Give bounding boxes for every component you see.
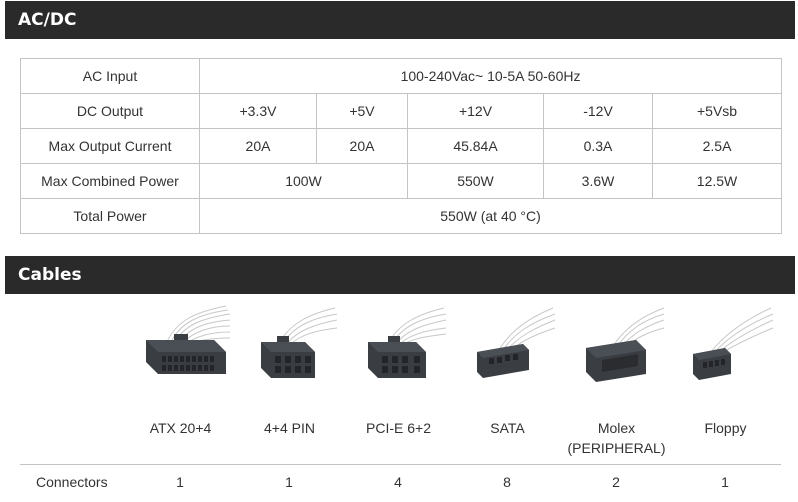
table-cell: 12.5W xyxy=(651,163,783,199)
connector-count-eps: 1 xyxy=(285,474,293,490)
cable-label-molex: Molex (PERIPHERAL) xyxy=(552,418,681,458)
eps-4-4-connector-icon xyxy=(261,307,338,378)
table-cell: 0.3A xyxy=(543,128,653,164)
table-cell: +5Vsb xyxy=(651,93,783,129)
cable-sata: SATA xyxy=(453,300,562,436)
connector-count-pcie: 4 xyxy=(394,474,402,490)
table-row: Total Power 550W (at 40 °C) xyxy=(20,198,783,234)
row-label-max-combined-power: Max Combined Power xyxy=(20,163,200,199)
cable-atx-20-4: ATX 20+4 xyxy=(126,300,235,436)
connector-count-sata: 8 xyxy=(503,474,511,490)
section-header-acdc: AC/DC xyxy=(5,1,795,39)
atx-20-4-connector-icon xyxy=(146,305,231,374)
table-cell: -12V xyxy=(543,93,653,129)
cable-molex: Molex (PERIPHERAL) xyxy=(562,300,671,456)
table-cell: 3.6W xyxy=(543,163,653,199)
connector-count-molex: 2 xyxy=(612,474,620,490)
table-row: DC Output +3.3V +5V +12V -12V +5Vsb xyxy=(20,93,783,129)
cable-label-molex-line1: Molex xyxy=(597,420,636,436)
cable-eps-4-4: 4+4 PIN xyxy=(235,300,344,436)
row-label-max-output-current: Max Output Current xyxy=(20,128,200,164)
table-cell: +12V xyxy=(407,93,544,129)
connectors-row-divider xyxy=(20,464,781,465)
total-power-value: 550W (at 40 °C) xyxy=(198,198,783,234)
section-header-cables: Cables xyxy=(5,256,795,294)
table-row: AC Input 100-240Vac~ 10-5A 50-60Hz xyxy=(20,58,783,94)
molex-connector-icon xyxy=(586,307,665,382)
cable-floppy: Floppy xyxy=(671,300,780,436)
connectors-label: Connectors xyxy=(36,474,108,490)
table-row: Max Combined Power 100W 550W 3.6W 12.5W xyxy=(20,163,783,199)
cables-gallery: ATX 20+4 4+4 PIN xyxy=(0,300,798,502)
table-row: Max Output Current 20A 20A 45.84A 0.3A 2… xyxy=(20,128,783,164)
table-cell: +3.3V xyxy=(199,93,317,129)
cable-label-molex-line2: (PERIPHERAL) xyxy=(567,440,666,456)
table-cell: 20A xyxy=(199,128,317,164)
cable-pcie-6-2: PCI-E 6+2 xyxy=(344,300,453,436)
table-cell: 20A xyxy=(316,128,408,164)
table-cell: 2.5A xyxy=(651,128,783,164)
row-label-total-power: Total Power xyxy=(20,198,200,234)
cable-label-eps-4-4: 4+4 PIN xyxy=(264,420,315,436)
connector-count-floppy: 1 xyxy=(721,474,729,490)
cable-label-atx-20-4: ATX 20+4 xyxy=(149,420,212,436)
cable-label-pcie-6-2: PCI-E 6+2 xyxy=(366,420,431,436)
row-label-dc-output: DC Output xyxy=(20,93,200,129)
connector-count-atx: 1 xyxy=(176,474,184,490)
cable-label-floppy: Floppy xyxy=(704,420,747,436)
floppy-connector-icon xyxy=(693,307,774,380)
sata-connector-icon xyxy=(477,307,556,378)
table-cell: 100W xyxy=(199,163,408,199)
section-title-acdc: AC/DC xyxy=(18,10,77,30)
row-label-ac-input: AC Input xyxy=(20,58,200,94)
ac-input-value: 100-240Vac~ 10-5A 50-60Hz xyxy=(198,58,783,94)
acdc-spec-table: AC Input 100-240Vac~ 10-5A 50-60Hz DC Ou… xyxy=(20,58,783,234)
cable-label-sata: SATA xyxy=(490,420,525,436)
table-cell: +5V xyxy=(316,93,408,129)
pcie-6-2-connector-icon xyxy=(368,307,447,378)
table-cell: 550W xyxy=(407,163,544,199)
section-title-cables: Cables xyxy=(18,265,82,285)
table-cell: 45.84A xyxy=(407,128,544,164)
